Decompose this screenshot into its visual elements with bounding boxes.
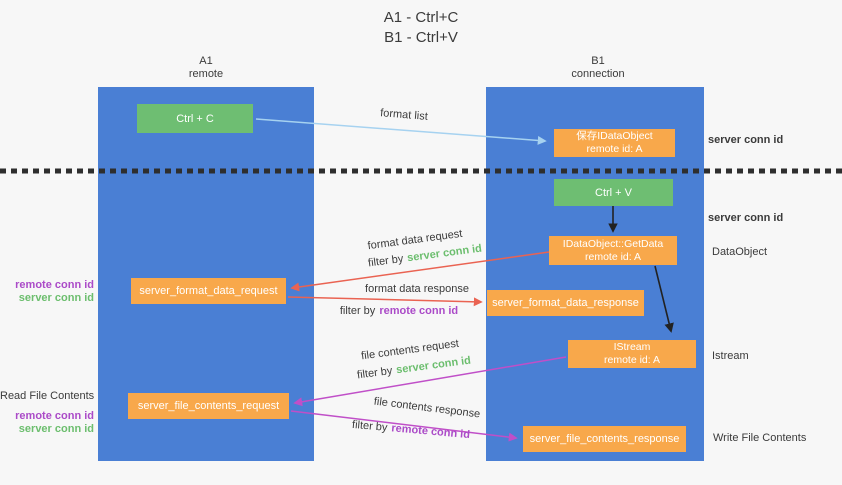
server-format-data-request-box: server_format_data_request [131,278,286,304]
save-dataobject-line2: remote id: A [586,143,643,155]
remote-conn-id-text: remote conn id [379,305,459,317]
getdata-line1: IDataObject::GetData [562,237,664,250]
left-server-conn-id-1: server conn id [18,292,94,304]
server-file-contents-response-label: server_file_contents_response [529,433,680,445]
server-file-contents-request-box: server_file_contents_request [128,393,289,419]
save-dataobject-line1: 保存IDataObject [576,130,653,142]
lifeline-b1-header: B1 connection [543,55,653,81]
ctrl-c-label: Ctrl + C [176,112,214,125]
server-format-data-response-label: server_format_data_response [492,297,639,309]
lifeline-a1-role: remote [188,68,224,80]
filter-by-text: filter by [339,305,376,317]
server-format-data-request-label: server_format_data_request [139,285,278,297]
format-request-to-response-arrow [287,296,483,307]
istream-line2: remote id: A [603,354,661,366]
format-list-arrow [255,118,547,145]
getdata-line2: remote id: A [584,250,642,263]
right-server-conn-id-annotation-2: server conn id [708,212,784,224]
istream-line1: IStream [613,341,651,353]
getdata-to-format-request-arrow [290,251,550,292]
left-conn-id-annotation-1: remote conn id server conn id [0,279,94,305]
ctrl-v-label: Ctrl + V [595,186,632,199]
server-format-data-response-box: server_format_data_response [487,290,644,316]
getdata-to-istream-arrow [654,265,674,333]
left-conn-id-annotation-2: remote conn id server conn id [0,410,94,436]
lifeline-a1-name: A1 [199,55,213,67]
save-dataobject-box: 保存IDataObject remote id: A [554,129,675,157]
istream-box: IStream remote id: A [568,340,696,368]
file-request-to-response-arrow [290,410,518,442]
diagram-title: A1 - Ctrl+C B1 - Ctrl+V [0,8,842,48]
title-line-2: B1 - Ctrl+V [384,29,458,46]
format-data-response-label: format data response [365,283,469,295]
lifeline-b1-role: connection [571,68,625,80]
write-file-contents-annotation: Write File Contents [713,432,807,444]
dataobject-annotation: DataObject [712,246,768,258]
left-server-conn-id-2: server conn id [18,423,94,435]
read-file-contents-annotation: Read File Contents [0,390,95,402]
lifeline-b1-name: B1 [591,55,605,67]
ctrl-v-box: Ctrl + V [554,179,673,206]
title-line-1: A1 - Ctrl+C [383,9,459,26]
server-file-contents-response-box: server_file_contents_response [523,426,686,452]
left-remote-conn-id-1: remote conn id [15,279,94,291]
left-remote-conn-id-2: remote conn id [15,410,94,422]
server-file-contents-request-label: server_file_contents_request [137,400,280,412]
istream-to-file-request-arrow [293,356,567,407]
ctrl-c-box: Ctrl + C [137,104,253,133]
lifeline-a1-header: A1 remote [151,55,261,81]
istream-annotation: Istream [712,350,749,362]
right-server-conn-id-annotation-1: server conn id [708,134,784,146]
getdata-box: IDataObject::GetData remote id: A [549,236,677,265]
